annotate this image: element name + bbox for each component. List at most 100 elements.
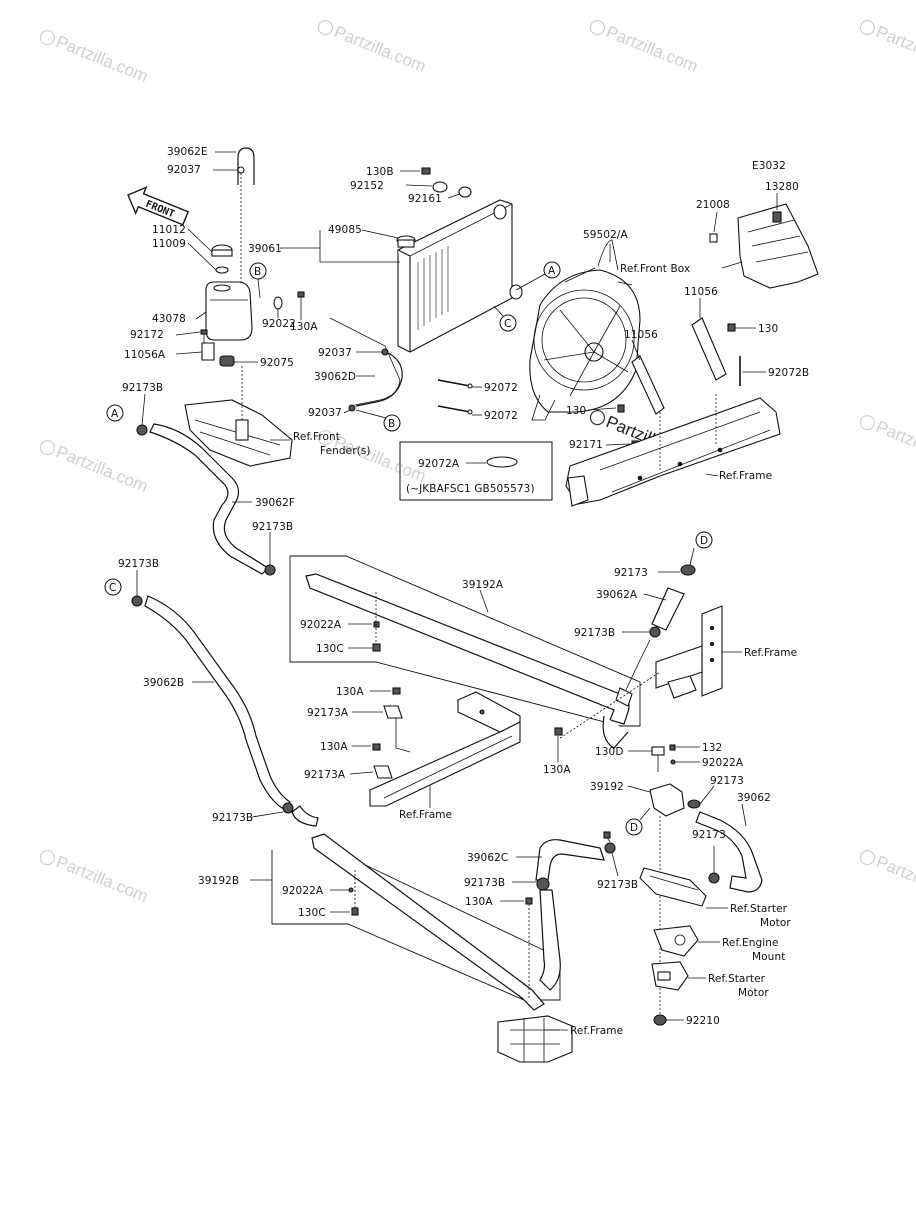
- part-label-p130c-a: 130C: [316, 643, 344, 655]
- radiator-group: 49085 39061 130B 92152 92161 A C 92037 3…: [248, 166, 561, 501]
- reservoir-tank: [205, 281, 253, 341]
- part-label-p92210: 92210: [686, 1015, 720, 1027]
- part-label-watermark: Partzilla.com: [331, 22, 428, 76]
- part-label-p49085: 49085: [328, 224, 362, 236]
- part-label-p130-right: 130: [758, 323, 778, 335]
- part-label-p92173-f: 92173: [692, 829, 726, 841]
- part-label-3: D: [630, 822, 638, 834]
- part-label-p92173b-a: 92173B: [122, 382, 163, 394]
- part-label-p13280: 13280: [765, 181, 799, 193]
- part-label-p130a-b: 130A: [336, 686, 364, 698]
- watermark: Partzilla.com: [859, 850, 916, 906]
- part-label-p92022a-a: 92022A: [300, 619, 342, 631]
- part-label-p39192a: 39192A: [462, 579, 504, 591]
- part-label-ref-front-box: Ref.Front Box: [620, 263, 690, 275]
- part-label-p92072a: 92072A: [418, 458, 460, 470]
- part-label-p39062b: 39062B: [143, 677, 184, 689]
- part-label-p92173b-b: 92173B: [252, 521, 293, 533]
- part-label-p92022: 92022: [262, 318, 296, 330]
- part-label-3: D: [700, 535, 708, 547]
- part-label-p92172: 92172: [130, 329, 164, 341]
- part-label-p92072-b: 92072: [484, 410, 518, 422]
- hose-39062A: [651, 587, 685, 631]
- part-label-p92173b-d: 92173B: [574, 627, 615, 639]
- watermark: Partzilla.com: [39, 30, 151, 86]
- part-label-p130d: 130D: [595, 746, 624, 758]
- hose-39062B: [144, 595, 292, 809]
- part-label-ref-frame-top: Ref.Frame: [719, 470, 772, 482]
- part-label-p130a-tank: 130A: [290, 321, 318, 333]
- part-label-p11012: 11012: [152, 224, 186, 236]
- reservoir-group: 39062E 92037 11012 11009 43078 92172 110…: [124, 146, 318, 369]
- part-label-ref-frame-bottom: Ref.Frame: [570, 1025, 623, 1037]
- part-label-0: A: [548, 265, 556, 277]
- watermark: Partzilla.com: [39, 850, 151, 906]
- hose-39062A-group: D 92173 39062A 92173B Ref.Frame 130A: [543, 531, 797, 776]
- thermostat-group: 130D 132 92022A 39192 D 92173 39062 9217…: [590, 742, 791, 1027]
- frame-mid-ref: Ref.Frame 130A 92173A 130A 92173A: [304, 686, 521, 821]
- overflow-hose: [237, 147, 255, 185]
- part-label-p92037-mid: 92037: [318, 347, 352, 359]
- part-label-ref-front-fender-1: Ref.Front: [293, 431, 340, 443]
- diagram-code: E3032: [752, 160, 786, 172]
- part-label-p39062f: 39062F: [255, 497, 295, 509]
- part-label-p11056-b: 11056: [624, 329, 658, 341]
- part-label-0: A: [111, 408, 119, 420]
- hose-39062C: [535, 839, 605, 881]
- frame-bottom-ref: [497, 1015, 573, 1063]
- part-label-p92171: 92171: [569, 439, 603, 451]
- part-label-ref-starter-motor-2a: Ref.Starter: [708, 973, 766, 985]
- part-label-watermark: Partzilla.com: [53, 442, 150, 496]
- part-label-ref-starter-motor-1b: Motor: [760, 917, 791, 929]
- part-label-ref-frame-mid: Ref.Frame: [399, 809, 452, 821]
- part-label-watermark: Partzilla.com: [873, 417, 916, 471]
- pipe-39192B: [311, 833, 545, 1011]
- part-label-watermark: Partzilla.com: [873, 22, 916, 76]
- part-label-p92173a-b: 92173A: [304, 769, 346, 781]
- part-label-2: C: [504, 318, 511, 330]
- part-label-ref-engine-mount-b: Mount: [752, 951, 785, 963]
- part-label-p39192: 39192: [590, 781, 624, 793]
- part-label-p132: 132: [702, 742, 722, 754]
- hose-39062B-group: C 92173B 39062B 92173B: [104, 558, 294, 824]
- part-label-p130b: 130B: [366, 166, 394, 178]
- part-label-p92173b-e: 92173B: [212, 812, 253, 824]
- front-box-ref: [737, 203, 819, 289]
- part-label-p130a-c: 130A: [320, 741, 348, 753]
- watermark: Partzilla.com: [859, 415, 916, 471]
- frame-top-ref: Ref.Frame: [565, 394, 781, 507]
- part-label-p92173b-g: 92173B: [597, 879, 638, 891]
- part-label-p21008: 21008: [696, 199, 730, 211]
- front-box-group: 13280 21008 Ref.Front Box: [620, 181, 819, 289]
- part-label-ref-frame-right: Ref.Frame: [744, 647, 797, 659]
- watermark: Partzilla.com: [859, 20, 916, 76]
- part-label-p92072b: 92072B: [768, 367, 809, 379]
- part-label-watermark: Partzilla.com: [53, 32, 150, 86]
- part-label-p130a-e: 130A: [465, 896, 493, 908]
- part-label-2: C: [109, 582, 116, 594]
- part-label-p92161: 92161: [408, 193, 442, 205]
- part-label-p92037-low: 92037: [308, 407, 342, 419]
- part-label-p39061: 39061: [248, 243, 282, 255]
- part-label-ref-engine-mount-a: Ref.Engine: [722, 937, 779, 949]
- part-label-p92022a-c: 92022A: [282, 885, 324, 897]
- part-label-p39192b: 39192B: [198, 875, 239, 887]
- part-label-p92173-d: 92173: [614, 567, 648, 579]
- part-label-p11056-a: 11056: [684, 286, 718, 298]
- part-label-ref-starter-motor-1a: Ref.Starter: [730, 903, 788, 915]
- radiator: [397, 199, 513, 353]
- part-label-p39062e: 39062E: [167, 146, 208, 158]
- watermark: Partzilla.com: [39, 440, 151, 496]
- part-label-p92173b-f: 92173B: [464, 877, 505, 889]
- part-label-p92022a-b: 92022A: [702, 757, 744, 769]
- part-label-p92173b-c: 92173B: [118, 558, 159, 570]
- part-label-watermark: Partzilla.com: [603, 22, 700, 76]
- part-label-ref-starter-motor-2b: Motor: [738, 987, 769, 999]
- part-label-p92072-a: 92072: [484, 382, 518, 394]
- watermark: Partzilla.com: [589, 20, 701, 76]
- part-label-p59502a: 59502/A: [583, 229, 629, 241]
- part-label-ref-front-fender-2: Fender(s): [320, 445, 371, 457]
- part-label-p39062d: 39062D: [314, 371, 356, 383]
